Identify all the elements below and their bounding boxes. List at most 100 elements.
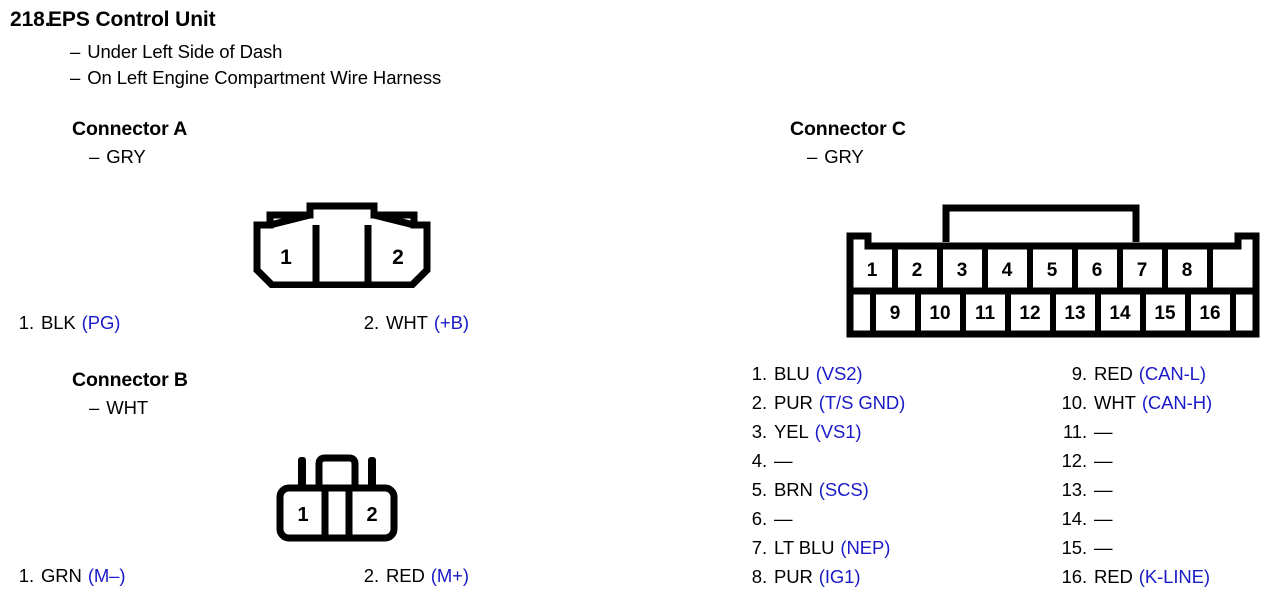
- connector-c-pin-number: 10: [929, 303, 950, 324]
- connector-c-pin-column-left: 1.BLU(VS2) 2.PUR(T/S GND) 3.YEL(VS1) 4.—…: [733, 360, 1053, 592]
- connector-a-diagram: 1 2: [252, 198, 432, 288]
- connector-c-pin-number: 14: [1109, 303, 1131, 324]
- connector-b-right-post: [368, 457, 376, 491]
- location-line-1: –Under Left Side of Dash: [70, 39, 720, 65]
- pin-index: 14.: [1061, 507, 1088, 529]
- connector-b-color-text: WHT: [106, 397, 149, 418]
- pin-wire-color: —: [1094, 507, 1113, 529]
- pin-index: 12.: [1061, 449, 1088, 471]
- location-line-2: –On Left Engine Compartment Wire Harness: [70, 65, 720, 91]
- pin-entry: 5.BRN(SCS): [733, 476, 1053, 505]
- pin-entry: 1.BLU(VS2): [733, 360, 1053, 389]
- location-text: On Left Engine Compartment Wire Harness: [87, 67, 442, 89]
- pin-wire-color: RED: [1094, 363, 1133, 384]
- pin-index: 1.: [18, 565, 34, 586]
- connector-c-pin-number: 15: [1154, 303, 1176, 324]
- pin-entry: 3. YEL(VS1): [733, 418, 1053, 447]
- connector-c-section: Connector C –GRY: [790, 118, 906, 168]
- connector-c-pin-number: 11: [975, 303, 996, 324]
- connector-c-pin-number: 3: [957, 260, 968, 281]
- pin-signal-name: (K-LINE): [1138, 565, 1210, 587]
- pin-index: 16.: [1061, 565, 1088, 587]
- connector-b-pin-number: 1: [297, 504, 308, 526]
- bullet-dash-icon: –: [70, 41, 81, 62]
- pin-wire-color: —: [774, 507, 793, 529]
- pin-entry: 8. PUR(IG1): [733, 563, 1053, 592]
- connector-b-section: Connector B –WHT: [72, 369, 188, 419]
- pin-entry: 2. WHT(+B): [357, 309, 469, 338]
- connector-b-color: –WHT: [89, 397, 188, 419]
- pin-signal-name: (SCS): [818, 478, 869, 500]
- pin-index: 9.: [1071, 363, 1087, 384]
- pin-wire-color: BRN: [774, 478, 813, 500]
- pin-entry: 1.BLK(PG): [12, 309, 357, 338]
- pin-wire-color: —: [774, 449, 793, 471]
- pin-wire-color: PUR: [774, 391, 813, 413]
- pin-signal-name: (CAN-H): [1141, 391, 1213, 413]
- pin-signal-name: (VS1): [814, 420, 862, 442]
- connector-b-left-post: [298, 457, 306, 491]
- pin-wire-color: PUR: [774, 565, 813, 587]
- pin-entry: 4. —: [733, 447, 1053, 476]
- connector-c-color: –GRY: [807, 146, 906, 168]
- pin-index: 1.: [751, 363, 767, 384]
- connector-b-pin-number: 2: [366, 504, 377, 526]
- pin-wire-color: WHT: [386, 312, 428, 333]
- pin-wire-color: LT BLU: [774, 536, 835, 558]
- bullet-dash-icon: –: [89, 397, 100, 418]
- pin-index: 6.: [751, 507, 767, 529]
- connector-a-right-bevel: [373, 211, 415, 229]
- pin-entry: 7.LT BLU(NEP): [733, 534, 1053, 563]
- connector-a-pin-number: 2: [392, 246, 404, 269]
- pin-wire-color: WHT: [1094, 391, 1136, 413]
- connector-c-pin-number: 5: [1047, 260, 1058, 281]
- pin-entry: 6. —: [733, 505, 1053, 534]
- connector-a-section: Connector A –GRY: [72, 118, 187, 168]
- pin-index: 3.: [751, 420, 767, 442]
- pin-index: 2.: [363, 565, 379, 586]
- bullet-dash-icon: –: [70, 67, 81, 89]
- pin-index: 13.: [1061, 478, 1088, 500]
- section-number: 218.: [10, 8, 51, 31]
- pin-wire-color: —: [1094, 478, 1113, 500]
- connector-c-body-outline: [846, 232, 1260, 338]
- connector-a-pin-list: 1.BLK(PG) 2. WHT(+B): [12, 309, 469, 338]
- connector-b-diagram: 1 2: [272, 450, 402, 545]
- page-header: 218. EPS Control Unit –Under Left Side o…: [0, 8, 720, 92]
- pin-wire-color: RED: [386, 565, 425, 586]
- connector-a-color: –GRY: [89, 146, 187, 168]
- pin-entry: 15.—: [1053, 534, 1212, 563]
- location-text: Under Left Side of Dash: [87, 41, 283, 62]
- bullet-dash-icon: –: [89, 146, 100, 167]
- connector-c-diagram: 1 2 3 4 5 6 7 8 9 10 11 12 13 14 15 16: [846, 200, 1260, 338]
- pin-index: 8.: [751, 565, 767, 587]
- connector-c-pin-list: 1.BLU(VS2) 2.PUR(T/S GND) 3.YEL(VS1) 4.—…: [733, 360, 1212, 592]
- pin-entry: 12. —: [1053, 447, 1212, 476]
- connector-c-latch-bracket: [942, 204, 1140, 242]
- connector-c-pin-number: 7: [1137, 260, 1148, 281]
- pin-entry: 1.GRN(M–): [12, 562, 357, 591]
- pin-entry: 2.PUR(T/S GND): [733, 389, 1053, 418]
- connector-c-pin-number: 16: [1199, 303, 1220, 324]
- connector-b-shape: 1 2: [276, 454, 398, 542]
- pin-index: 2.: [751, 391, 767, 413]
- connector-c-pin-number: 2: [912, 260, 923, 281]
- connector-c-pin-number: 4: [1002, 260, 1013, 281]
- pin-signal-name: (+B): [433, 312, 469, 333]
- connector-c-pin-number: 1: [867, 260, 878, 281]
- pin-index: 4.: [751, 449, 767, 471]
- section-title: EPS Control Unit: [48, 8, 216, 31]
- pin-wire-color: —: [1094, 449, 1113, 471]
- pin-signal-name: (CAN-L): [1138, 363, 1206, 384]
- connector-c-color-text: GRY: [824, 146, 864, 167]
- connector-b-body-outline: [276, 484, 398, 542]
- pin-index: 2.: [363, 312, 379, 333]
- pin-wire-color: YEL: [774, 420, 809, 442]
- pin-entry: 10.WHT(CAN-H): [1053, 389, 1213, 418]
- pin-wire-color: RED: [1094, 565, 1133, 587]
- pin-index: 15.: [1061, 536, 1088, 558]
- pin-signal-name: (IG1): [818, 565, 861, 587]
- pin-signal-name: (VS2): [815, 363, 863, 384]
- pin-entry: 13. —: [1053, 476, 1212, 505]
- connector-c-pin-number: 8: [1182, 260, 1193, 281]
